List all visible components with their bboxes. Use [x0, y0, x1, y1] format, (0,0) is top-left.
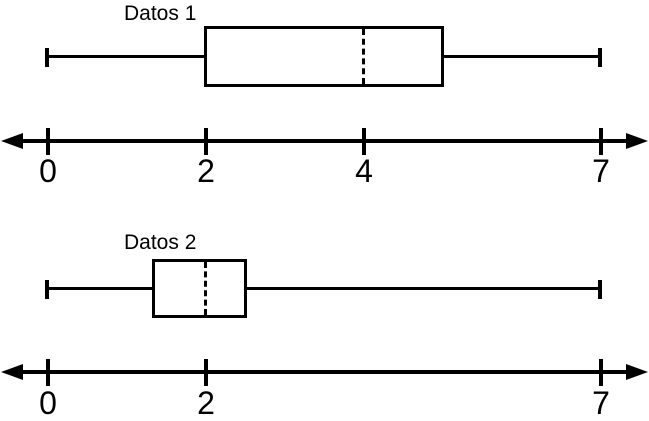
axis-tick-label: 7	[592, 153, 610, 189]
axis-tick	[204, 359, 208, 386]
right-whisker-line	[244, 287, 601, 290]
axis-line	[10, 370, 640, 374]
right-arrow-icon	[626, 364, 648, 380]
axis-line	[10, 139, 640, 143]
max-whisker-cap	[598, 280, 602, 299]
median-line	[362, 29, 365, 84]
axis-tick	[46, 359, 50, 386]
axis-tick	[599, 128, 603, 155]
axis-tick	[46, 128, 50, 155]
left-whisker-line	[47, 287, 154, 290]
axis-tick-label: 2	[197, 385, 215, 421]
left-arrow-icon	[1, 364, 23, 380]
left-arrow-icon	[1, 133, 23, 149]
axis-tick	[599, 359, 603, 386]
boxplot-title: Datos 2	[124, 231, 197, 254]
axis-tick-label: 0	[39, 385, 57, 421]
max-whisker-cap	[598, 48, 602, 67]
axis-tick-label: 4	[355, 153, 373, 189]
boxplot-title: Datos 1	[124, 2, 197, 25]
axis-tick-label: 2	[197, 153, 215, 189]
median-line	[204, 262, 207, 315]
left-whisker-line	[47, 55, 206, 58]
iqr-box	[204, 26, 444, 87]
min-whisker-cap	[45, 48, 49, 67]
right-arrow-icon	[626, 133, 648, 149]
axis-tick	[204, 128, 208, 155]
iqr-box	[152, 259, 247, 318]
axis-tick	[362, 128, 366, 155]
right-whisker-line	[441, 55, 601, 58]
min-whisker-cap	[45, 280, 49, 299]
axis-tick-label: 0	[39, 153, 57, 189]
axis-tick-label: 7	[592, 385, 610, 421]
